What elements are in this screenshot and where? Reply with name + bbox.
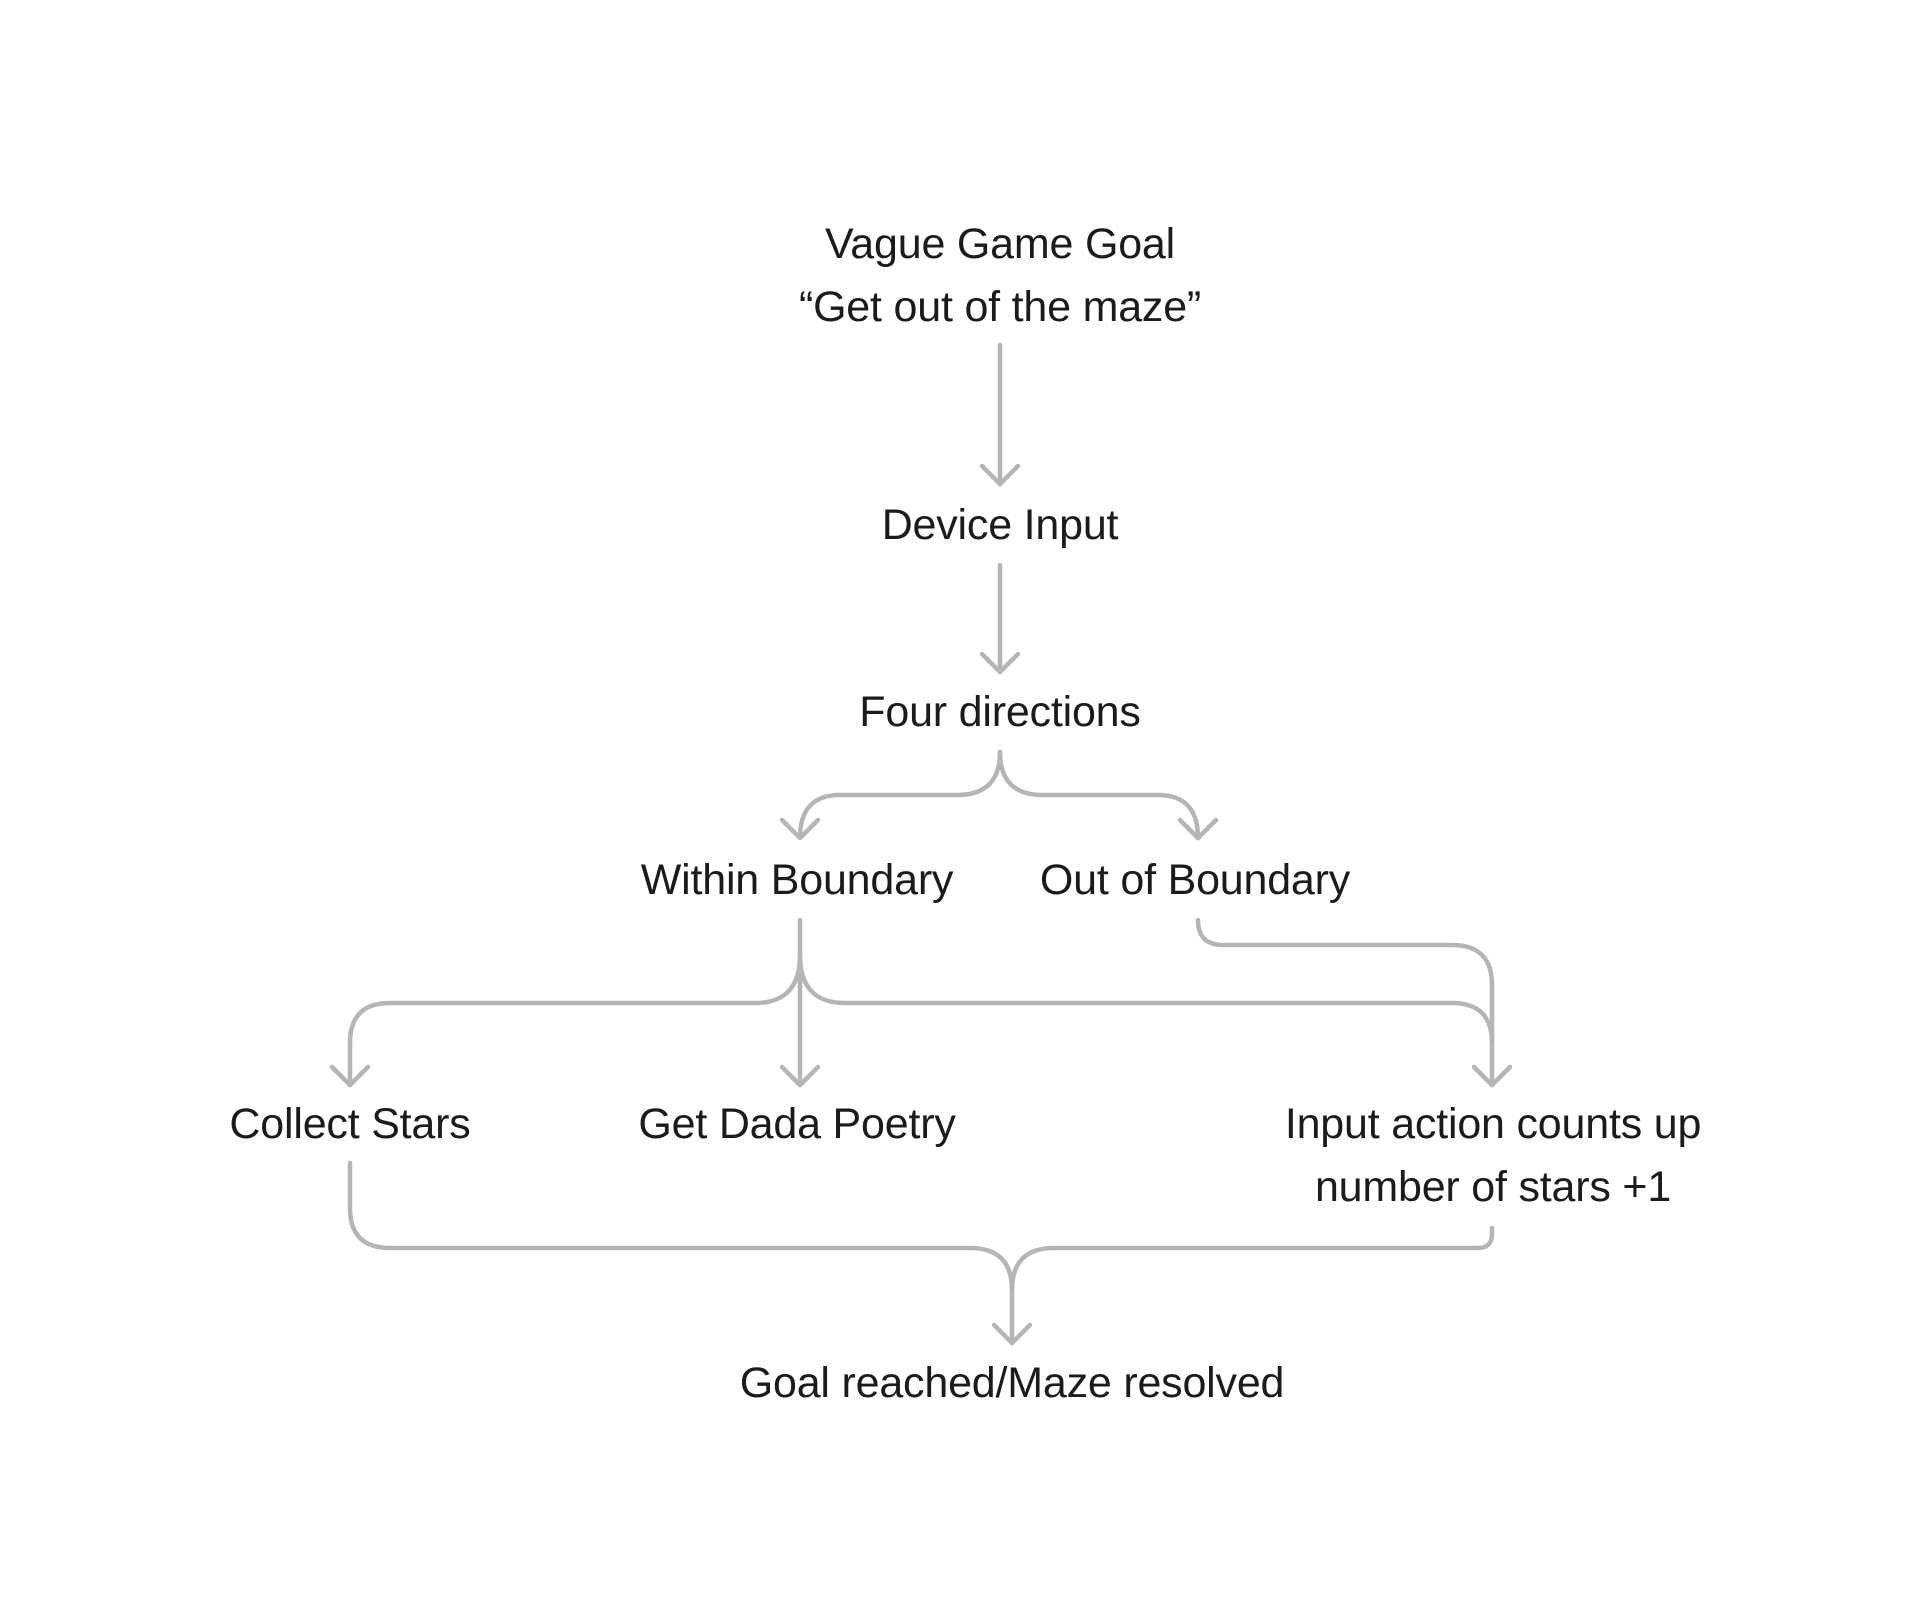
dada-poetry-label: Get Dada Poetry — [638, 1100, 956, 1148]
out-of-boundary-label: Out of Boundary — [1039, 856, 1351, 904]
node-collect-stars: Collect Stars — [229, 1093, 470, 1156]
node-get-dada-poetry: Get Dada Poetry — [638, 1093, 955, 1156]
node-goal-reached: Goal reached/Maze resolved — [740, 1352, 1285, 1415]
arrowhead-dada-poetry — [779, 1064, 821, 1088]
node-input-action-counts: Input action counts up number of stars +… — [1284, 1093, 1702, 1219]
input-action-line2: number of stars +1 — [1314, 1163, 1672, 1211]
arrowhead-input-action — [1471, 1064, 1513, 1088]
edge-collect-stars-to-resolved — [347, 1160, 1015, 1346]
arrowhead-out-of-boundary — [1177, 817, 1219, 841]
arrowhead-device-input — [979, 463, 1021, 487]
arrowhead-within-boundary — [779, 817, 821, 841]
node-device-input: Device Input — [882, 494, 1119, 557]
node-four-directions: Four directions — [859, 681, 1141, 744]
node-within-boundary: Within Boundary — [641, 849, 954, 912]
edge-out-of-boundary-to-input-action — [1195, 917, 1495, 1088]
node-vague-game-goal: Vague Game Goal “Get out of the maze” — [799, 213, 1201, 339]
within-boundary-label: Within Boundary — [640, 856, 954, 904]
edge-within-boundary-to-input-action — [797, 952, 1495, 1046]
edge-within-boundary-to-collect-stars — [347, 952, 803, 1088]
arrowhead-four-directions — [979, 651, 1021, 675]
node-out-of-boundary: Out of Boundary — [1040, 849, 1350, 912]
collect-stars-label: Collect Stars — [229, 1100, 471, 1148]
device-input-label: Device Input — [881, 501, 1119, 549]
arrowhead-resolved — [991, 1322, 1033, 1346]
edge-four-directions-to-within-boundary — [797, 749, 1003, 841]
four-directions-label: Four directions — [859, 688, 1141, 736]
input-action-line1: Input action counts up — [1284, 1100, 1702, 1148]
edge-four-directions-to-out-of-boundary — [997, 749, 1201, 841]
goal-reached-label: Goal reached/Maze resolved — [739, 1359, 1285, 1407]
goal-quote: “Get out of the maze” — [798, 283, 1202, 331]
arrowhead-collect-stars — [329, 1064, 371, 1088]
edge-input-action-to-resolved — [1009, 1225, 1495, 1293]
goal-title: Vague Game Goal — [825, 220, 1175, 268]
